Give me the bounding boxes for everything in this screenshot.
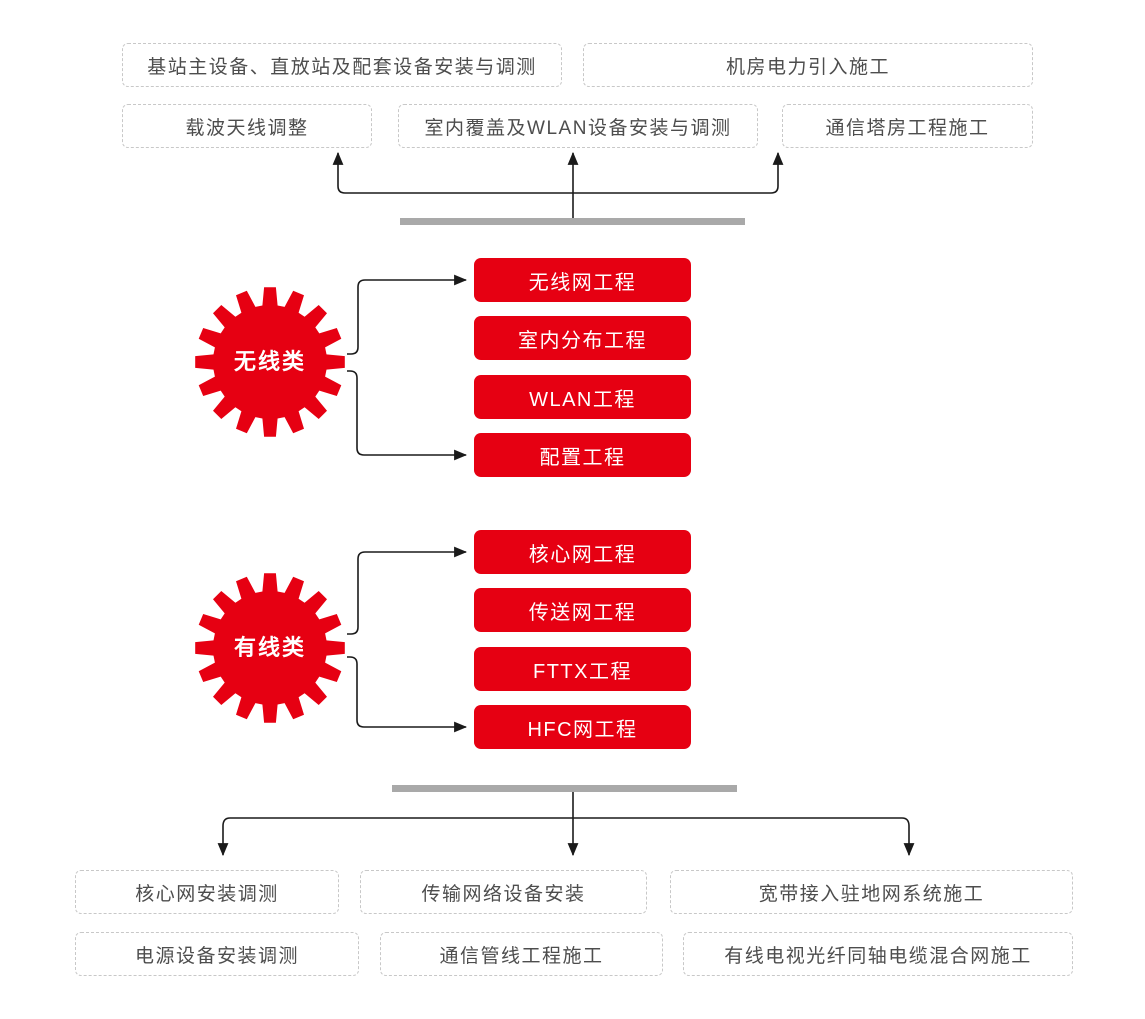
- wired-upper-connector: [347, 546, 468, 635]
- bottom-box-catv-hybrid: 有线电视光纤同轴电缆混合网施工: [683, 932, 1073, 976]
- bottom-box-broadband-access: 宽带接入驻地网系统施工: [670, 870, 1073, 914]
- top-box-base-station: 基站主设备、直放站及配套设备安装与调测: [122, 43, 562, 87]
- top-box-tower-room: 通信塔房工程施工: [782, 104, 1033, 148]
- wireless-upper-connector: [347, 274, 468, 355]
- bottom-bracket-line: [217, 817, 915, 857]
- bottom-box-core-install: 核心网安装调测: [75, 870, 339, 914]
- project-btn-wlan: WLAN工程: [474, 375, 691, 419]
- project-btn-indoor-dist: 室内分布工程: [474, 316, 691, 360]
- project-btn-config: 配置工程: [474, 433, 691, 477]
- gear-wired-icon: [195, 573, 345, 723]
- top-box-antenna-adjust: 载波天线调整: [122, 104, 372, 148]
- top-box-indoor-wlan: 室内覆盖及WLAN设备安装与调测: [398, 104, 758, 148]
- gear-wired-label: 有线类: [233, 635, 306, 660]
- project-btn-fttx: FTTX工程: [474, 647, 691, 691]
- top-bracket-line: [332, 151, 784, 194]
- wireless-lower-connector: [347, 370, 468, 461]
- bottom-box-pipeline: 通信管线工程施工: [380, 932, 663, 976]
- wired-lower-connector: [347, 656, 468, 733]
- divider-bar-top: [400, 218, 745, 225]
- top-box-power-intro: 机房电力引入施工: [583, 43, 1033, 87]
- gear-wireless-icon: [195, 287, 345, 437]
- project-btn-wireless-network: 无线网工程: [474, 258, 691, 302]
- bottom-box-power-equip: 电源设备安装调测: [75, 932, 359, 976]
- project-btn-hfc: HFC网工程: [474, 705, 691, 749]
- gear-wireless-label: 无线类: [233, 349, 306, 374]
- bottom-box-transport-equip: 传输网络设备安装: [360, 870, 647, 914]
- divider-bar-bottom: [392, 785, 737, 792]
- project-btn-transport: 传送网工程: [474, 588, 691, 632]
- project-btn-core-network: 核心网工程: [474, 530, 691, 574]
